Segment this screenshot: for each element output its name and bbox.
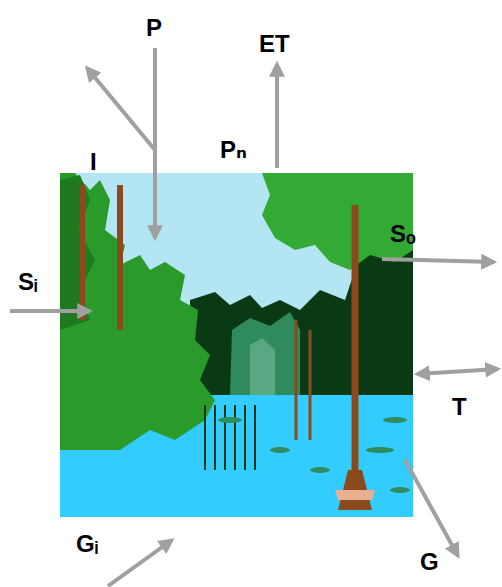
flow-label: Sₒ bbox=[390, 222, 416, 246]
groundwater-inflow-arrow bbox=[108, 540, 172, 586]
groundwater-outflow-arrow bbox=[405, 460, 458, 556]
tidal-exchange-arrow bbox=[417, 369, 498, 374]
flow-arrows bbox=[10, 48, 498, 586]
dark-forest bbox=[190, 250, 413, 395]
flow-label: T bbox=[452, 395, 467, 419]
swamp-scene bbox=[60, 173, 413, 517]
left-trees bbox=[60, 175, 95, 330]
tree-trunks bbox=[82, 185, 355, 470]
flow-label: G bbox=[420, 550, 439, 574]
flow-label: Gᵢ bbox=[76, 532, 98, 556]
flow-label: ET bbox=[259, 32, 290, 56]
interception-arrow bbox=[87, 68, 155, 150]
flow-label: P bbox=[146, 16, 162, 40]
surface-outflow-arrow bbox=[382, 259, 494, 262]
flow-label: Pₙ bbox=[220, 138, 247, 162]
precipitation-arrow bbox=[153, 48, 157, 238]
lily-pads bbox=[218, 417, 410, 493]
mid-trees bbox=[250, 338, 275, 395]
evapotranspiration-arrow bbox=[275, 64, 279, 168]
cypress-base bbox=[335, 490, 375, 500]
flow-label: Sᵢ bbox=[18, 270, 37, 294]
surface-inflow-arrow bbox=[10, 309, 90, 313]
reflections bbox=[205, 405, 255, 470]
sky bbox=[60, 173, 413, 517]
flow-label: I bbox=[90, 150, 97, 174]
mid-trees bbox=[230, 312, 300, 395]
